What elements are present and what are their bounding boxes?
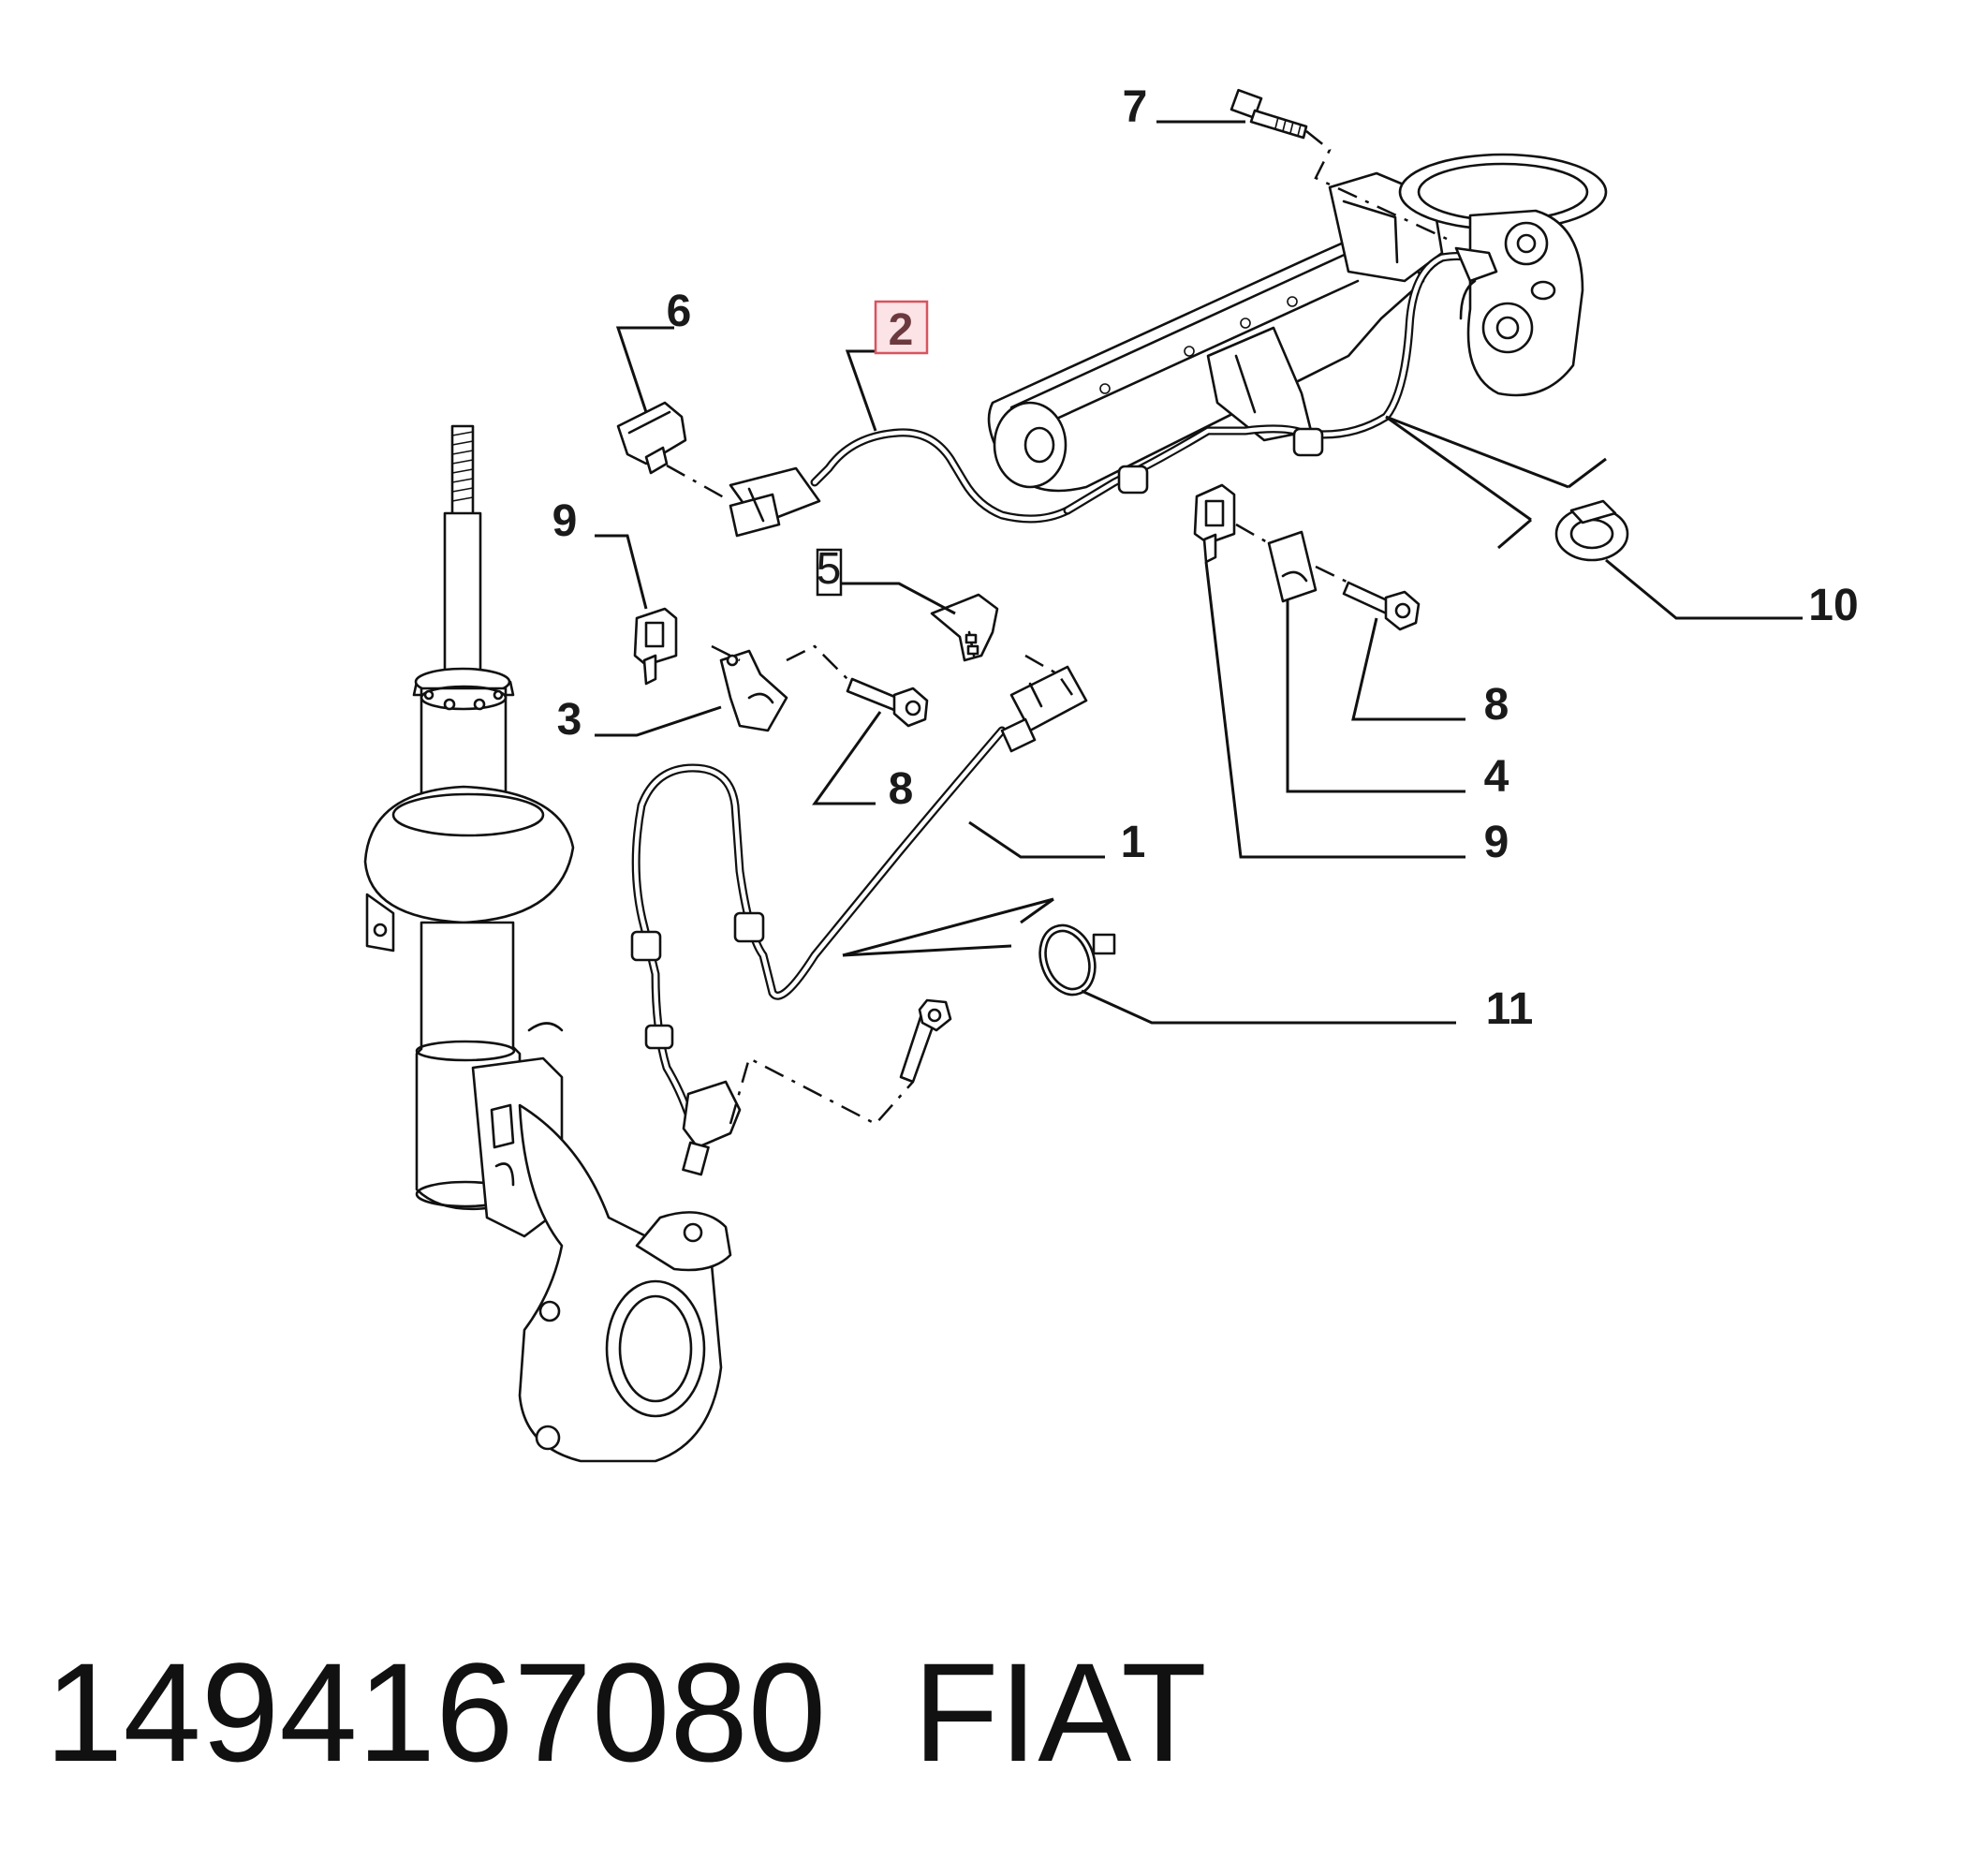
rear-crossmember-drawing — [987, 153, 1608, 493]
callout-box-5 — [816, 548, 843, 597]
plate-part-4 — [1267, 530, 1318, 603]
callout-11: 11 — [1486, 984, 1534, 1034]
callout-9-left: 9 — [552, 496, 578, 546]
callout-8-right: 8 — [1484, 680, 1509, 730]
callout-2-highlighted: 2 — [889, 305, 914, 355]
callout-3: 3 — [557, 695, 582, 745]
clip-part-9-left — [633, 607, 678, 686]
rear-sensor-cable-drawing — [729, 246, 1498, 538]
callout-labels: 7 6 2 9 3 5 8 1 11 10 8 4 9 — [552, 82, 1859, 1034]
bolt-part-8-left — [846, 677, 929, 728]
bracket-part-3 — [719, 649, 788, 732]
bolt-part-7 — [1230, 88, 1308, 140]
callout-10: 10 — [1808, 581, 1858, 630]
callout-1: 1 — [1121, 818, 1146, 867]
callout-5: 5 — [817, 544, 842, 594]
callout-7: 7 — [1123, 82, 1148, 132]
assembly-lines — [666, 130, 1448, 1126]
callout-6: 6 — [667, 287, 692, 336]
callout-9-right: 9 — [1484, 818, 1509, 867]
part-number: 1494167080 — [45, 1633, 826, 1791]
leader-lines — [595, 120, 1803, 1025]
cable-tie-part-11 — [1038, 923, 1116, 997]
bracket-part-5 — [930, 593, 999, 662]
footer: 1494167080 FIAT — [45, 1633, 1207, 1791]
callout-4: 4 — [1484, 752, 1509, 802]
hose-clip-part-10 — [1554, 499, 1629, 562]
front-strut-drawing — [363, 424, 732, 1463]
bolt-knuckle — [899, 998, 952, 1084]
clip-part-6 — [616, 401, 687, 475]
front-sensor-cable-drawing — [630, 665, 1088, 1176]
clip-part-9-right — [1193, 483, 1236, 564]
highlight-box-2 — [874, 300, 929, 355]
brand-name: FIAT — [913, 1633, 1207, 1791]
callout-8-left: 8 — [889, 764, 914, 814]
bolt-part-8-right — [1342, 581, 1421, 631]
